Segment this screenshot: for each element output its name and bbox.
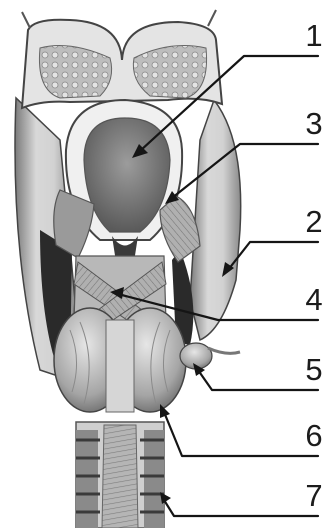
cricoarytenoid-muscles [54, 308, 186, 412]
callout-label-2: 2 [299, 206, 329, 237]
callout-label-4: 4 [299, 284, 329, 315]
callout-label-5: 5 [299, 354, 329, 385]
nodule-structure [180, 343, 240, 369]
callout-label-1: 1 [299, 20, 329, 51]
epiglottis [22, 10, 222, 108]
trachea [76, 422, 164, 528]
callout-label-7: 7 [299, 480, 329, 511]
callout-label-3: 3 [299, 108, 329, 139]
callout-label-6: 6 [299, 420, 329, 451]
